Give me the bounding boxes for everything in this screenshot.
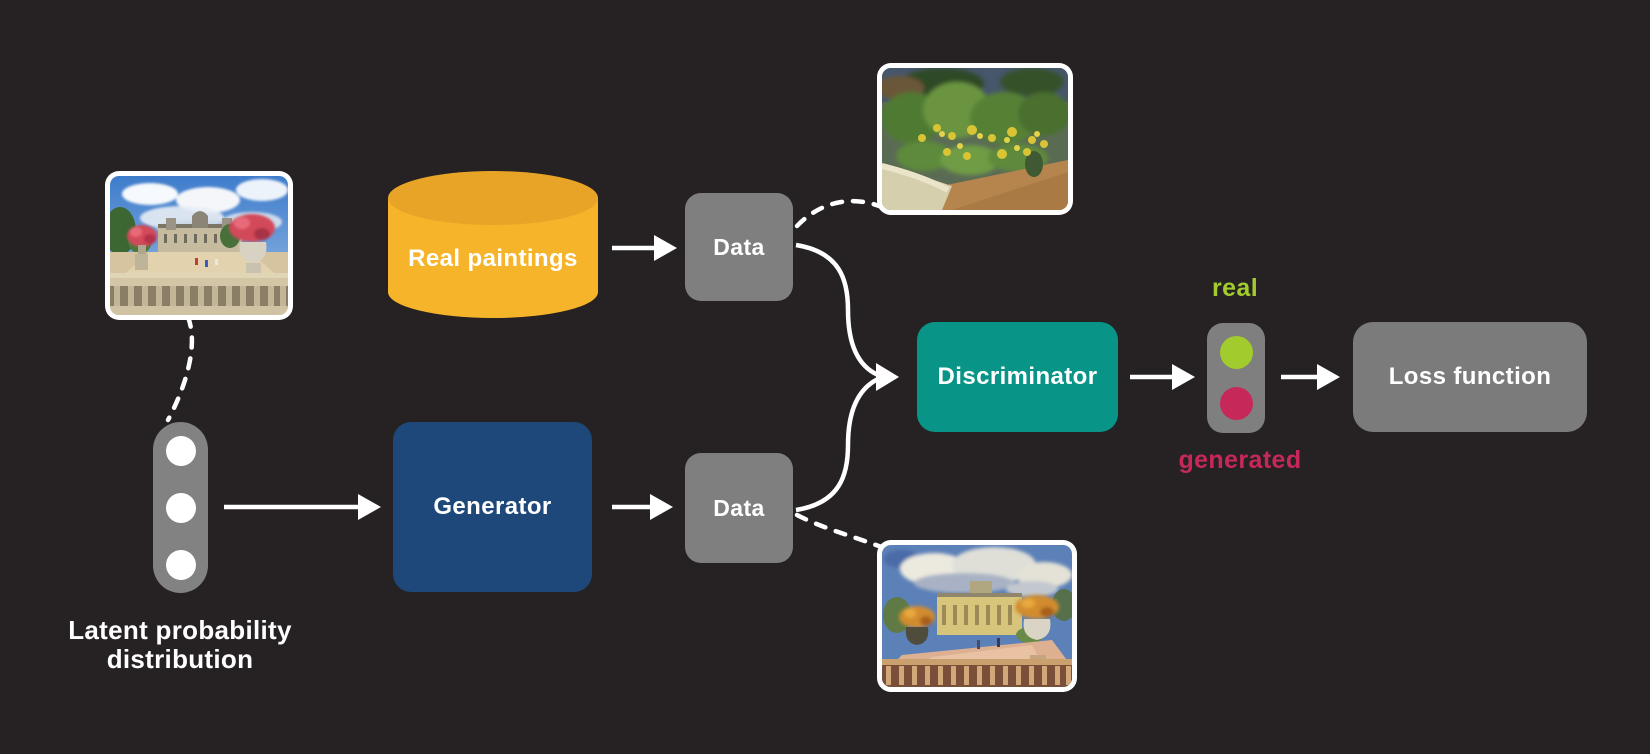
- dashed-data-to-generated-painting: [794, 512, 887, 551]
- real-painting-image: [877, 63, 1073, 215]
- discriminator-box: Discriminator: [917, 322, 1118, 432]
- discriminator-label: Discriminator: [937, 363, 1098, 390]
- loss-function-box: Loss function: [1353, 322, 1587, 432]
- classification-light: [1207, 323, 1265, 433]
- latent-distribution-pill: [153, 422, 208, 593]
- generator-box: Generator: [393, 422, 592, 592]
- flower-urn-right: [229, 214, 275, 242]
- painting-top-image: [882, 68, 1068, 210]
- dashed-data-to-real-painting: [794, 198, 887, 229]
- curve-data-top-to-discriminator: [795, 242, 880, 378]
- painting-bottom-image: [882, 545, 1072, 687]
- latent-node-dot-icon: [165, 549, 196, 580]
- generated-dot-icon: [1219, 387, 1253, 420]
- data-box-top: Data: [685, 193, 793, 301]
- real-paintings-label: Real paintings: [386, 168, 600, 326]
- source-photo: [105, 171, 293, 320]
- data-box-bottom: Data: [685, 453, 793, 563]
- arrowhead-icon: [1172, 364, 1195, 390]
- dashed-photo-to-latent: [165, 314, 195, 423]
- loss-function-label: Loss function: [1388, 363, 1552, 390]
- latent-node-dot-icon: [165, 492, 196, 523]
- generator-label: Generator: [433, 493, 552, 520]
- arrowhead-icon: [876, 363, 899, 391]
- latent-node-dot-icon: [165, 435, 196, 466]
- flower-urn-left: [127, 225, 157, 247]
- arrowhead-icon: [650, 494, 673, 520]
- real-dot-icon: [1219, 336, 1253, 369]
- generated-painting-image: [877, 540, 1077, 692]
- generated-label: generated: [1178, 446, 1302, 474]
- arrowhead-icon: [654, 235, 677, 261]
- photo-image: [110, 176, 288, 315]
- real-paintings-cylinder: [388, 171, 598, 318]
- data-top-label: Data: [713, 233, 765, 260]
- arrowhead-icon: [358, 494, 381, 520]
- latent-distribution-label: Latent probability distribution: [68, 615, 292, 675]
- curve-data-bottom-to-discriminator: [795, 376, 880, 513]
- real-label: real: [1211, 274, 1259, 302]
- real-paintings-text: Real paintings: [408, 245, 578, 272]
- data-bottom-label: Data: [713, 494, 765, 521]
- arrowhead-icon: [1317, 364, 1340, 390]
